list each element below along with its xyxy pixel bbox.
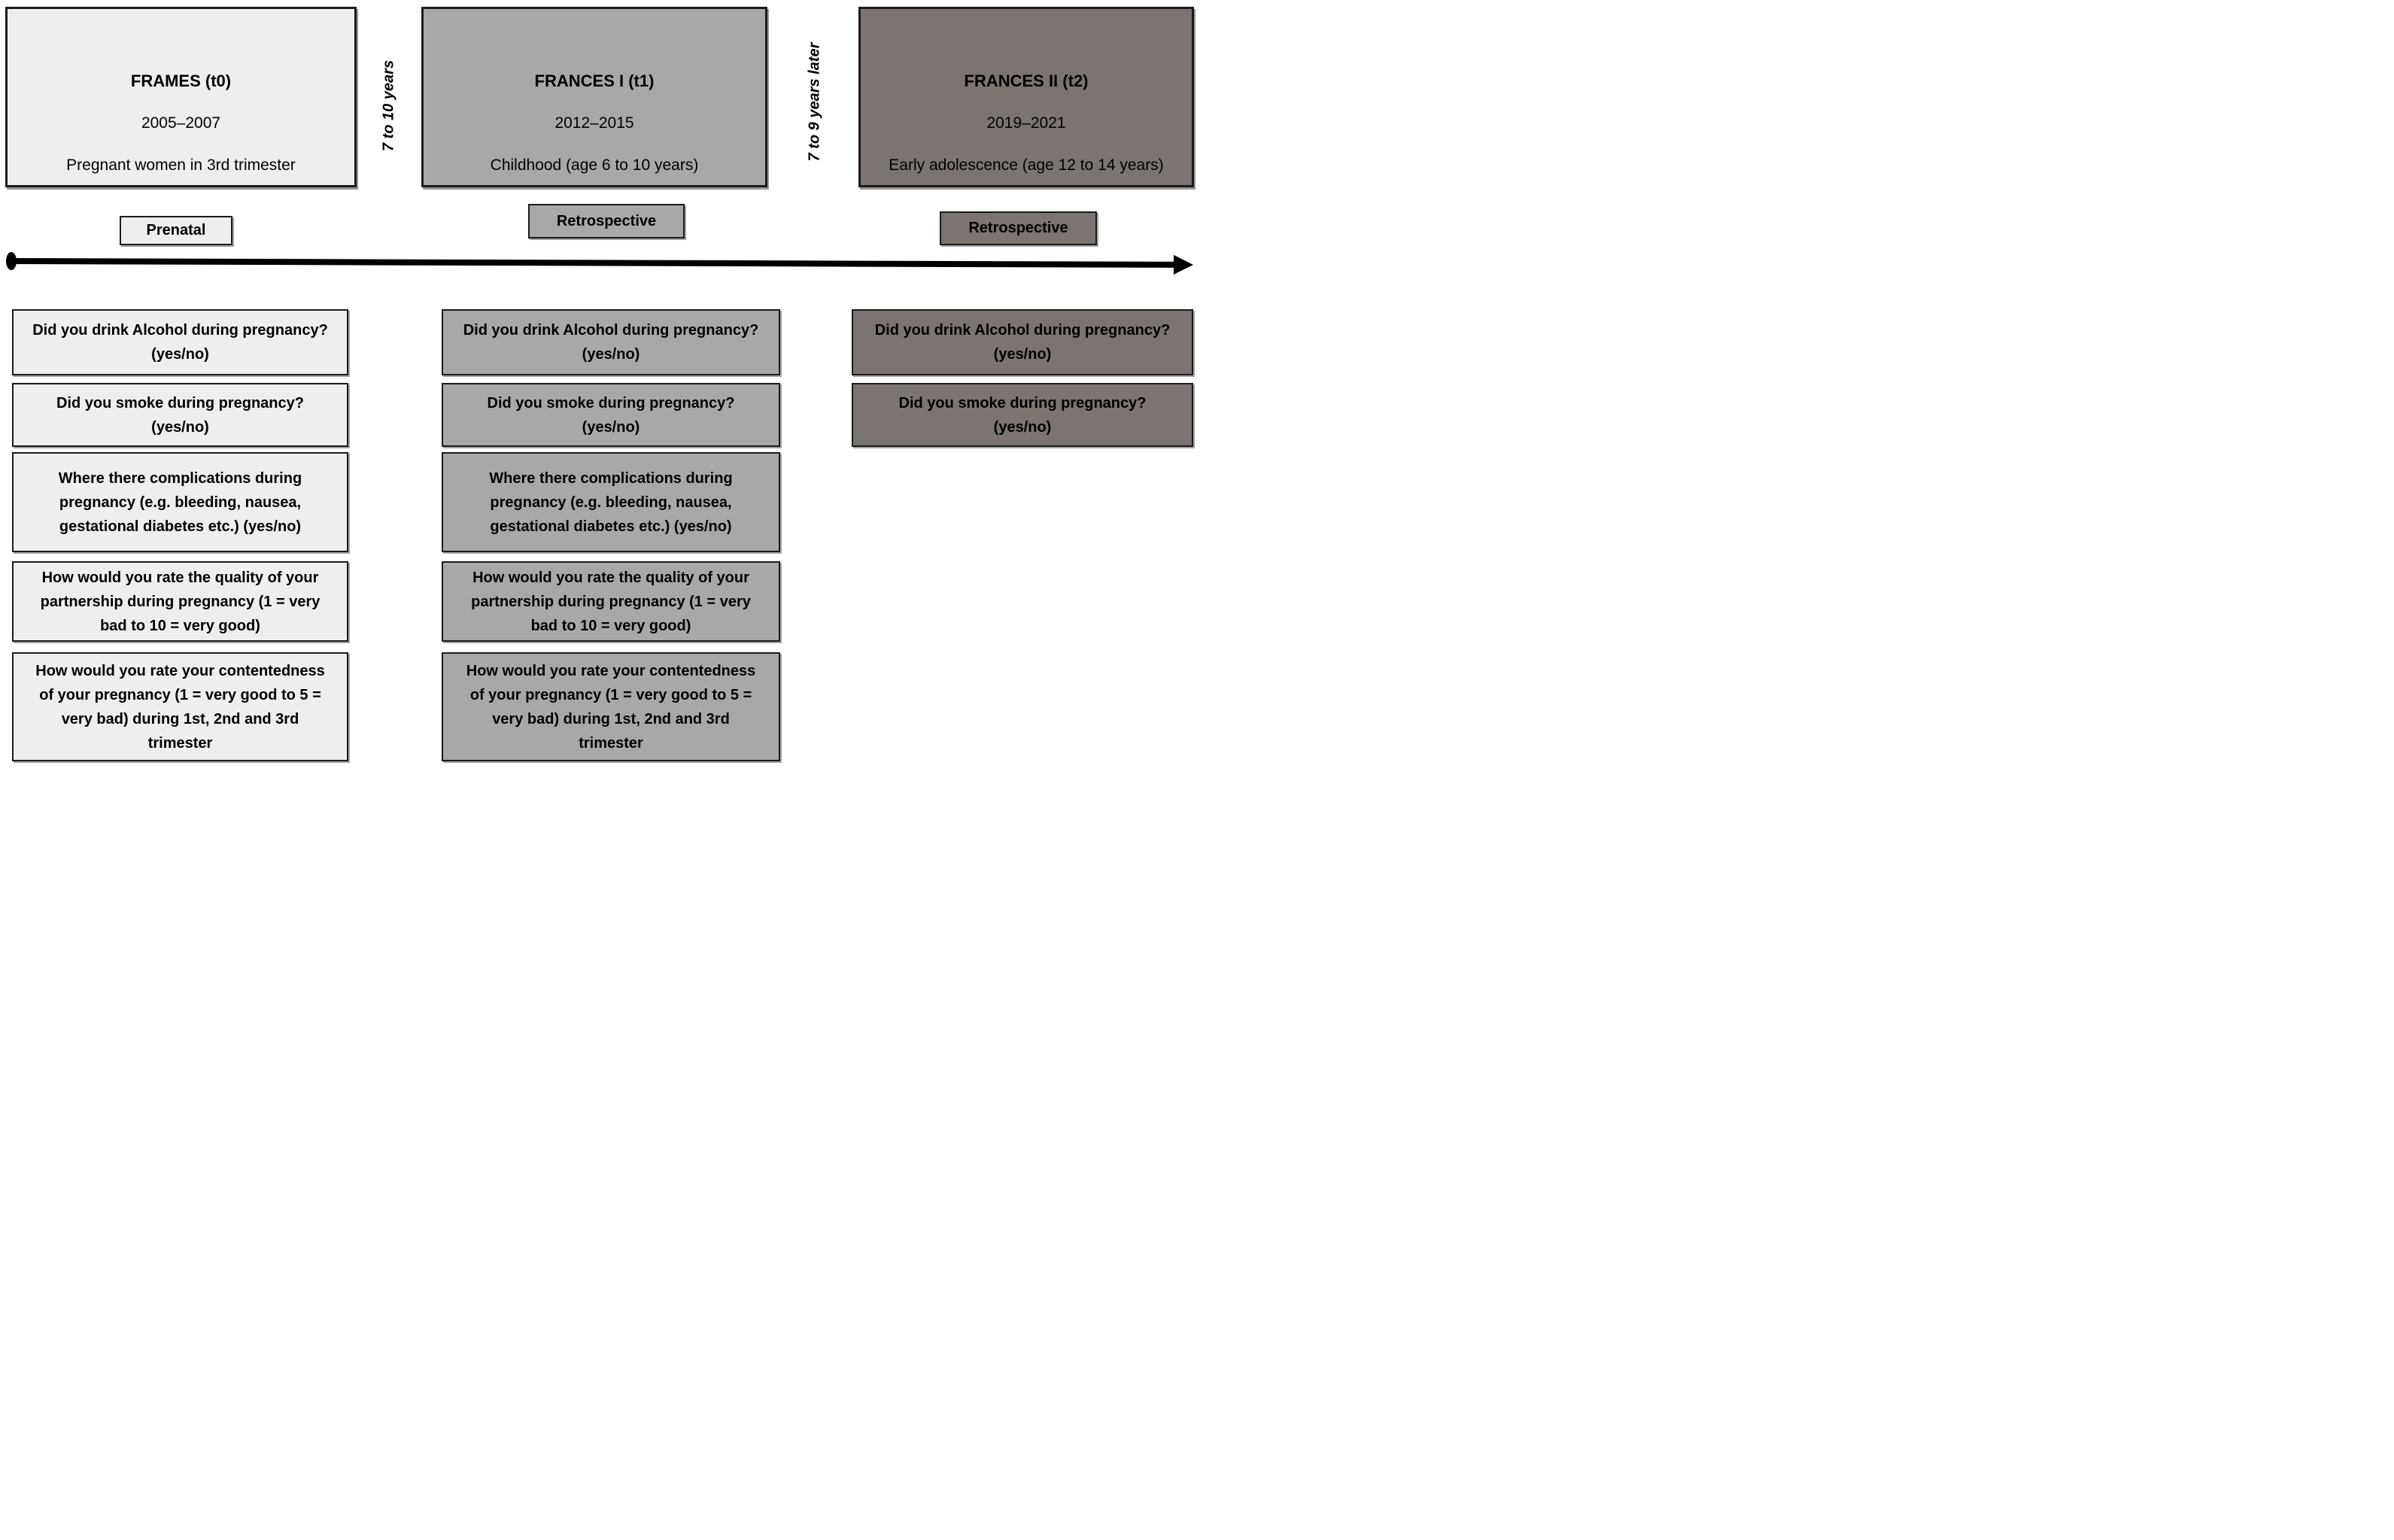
stage-title: FRANCES II (t2) xyxy=(964,71,1089,90)
question-box: Did you drink Alcohol during pregnancy? … xyxy=(12,309,348,375)
question-box: How would you rate the quality of your p… xyxy=(442,561,780,642)
stage-box-t2: FRANCES II (t2) 2019–2021 Early adolesce… xyxy=(858,7,1194,187)
question-box: How would you rate your contentedness of… xyxy=(12,652,348,761)
stage-period: 2005–2007 xyxy=(141,114,221,132)
stage-label-retrospective-t1: Retrospective xyxy=(528,204,685,238)
stage-period: 2019–2021 xyxy=(986,114,1066,132)
stage-period: 2012–2015 xyxy=(554,114,634,132)
question-box: How would you rate the quality of your p… xyxy=(12,561,348,642)
stage-label-retrospective-t2: Retrospective xyxy=(940,211,1097,245)
question-box: Did you drink Alcohol during pregnancy? … xyxy=(442,309,780,375)
question-box: Where there complications during pregnan… xyxy=(442,452,780,552)
question-box: Where there complications during pregnan… xyxy=(12,452,348,552)
question-box: Did you smoke during pregnancy? (yes/no) xyxy=(442,383,780,447)
stage-box-t0: FRAMES (t0) 2005–2007 Pregnant women in … xyxy=(5,7,357,187)
stage-title: FRAMES (t0) xyxy=(130,71,232,90)
stage-title: FRANCES I (t1) xyxy=(534,71,655,90)
question-box: How would you rate your contentedness of… xyxy=(442,652,780,761)
question-box: Did you smoke during pregnancy? (yes/no) xyxy=(12,383,348,447)
stage-box-t1: FRANCES I (t1) 2012–2015 Childhood (age … xyxy=(421,7,767,187)
stage-label-prenatal: Prenatal xyxy=(120,216,232,245)
question-box: Did you smoke during pregnancy? (yes/no) xyxy=(852,383,1193,447)
timeline-arrow xyxy=(5,251,1195,275)
stage-description: Pregnant women in 3rd trimester xyxy=(66,156,296,174)
question-box: Did you drink Alcohol during pregnancy? … xyxy=(852,309,1193,375)
interval-label-t1-t2: 7 to 9 years later xyxy=(806,42,823,162)
study-timeline-figure: FRAMES (t0) 2005–2007 Pregnant women in … xyxy=(0,0,1197,770)
timeline-arrowhead-icon xyxy=(1173,254,1194,275)
stage-description: Childhood (age 6 to 10 years) xyxy=(490,156,699,174)
interval-label-t0-t1: 7 to 10 years xyxy=(380,59,397,152)
timeline-line xyxy=(11,258,1176,268)
stage-description: Early adolescence (age 12 to 14 years) xyxy=(889,156,1164,174)
